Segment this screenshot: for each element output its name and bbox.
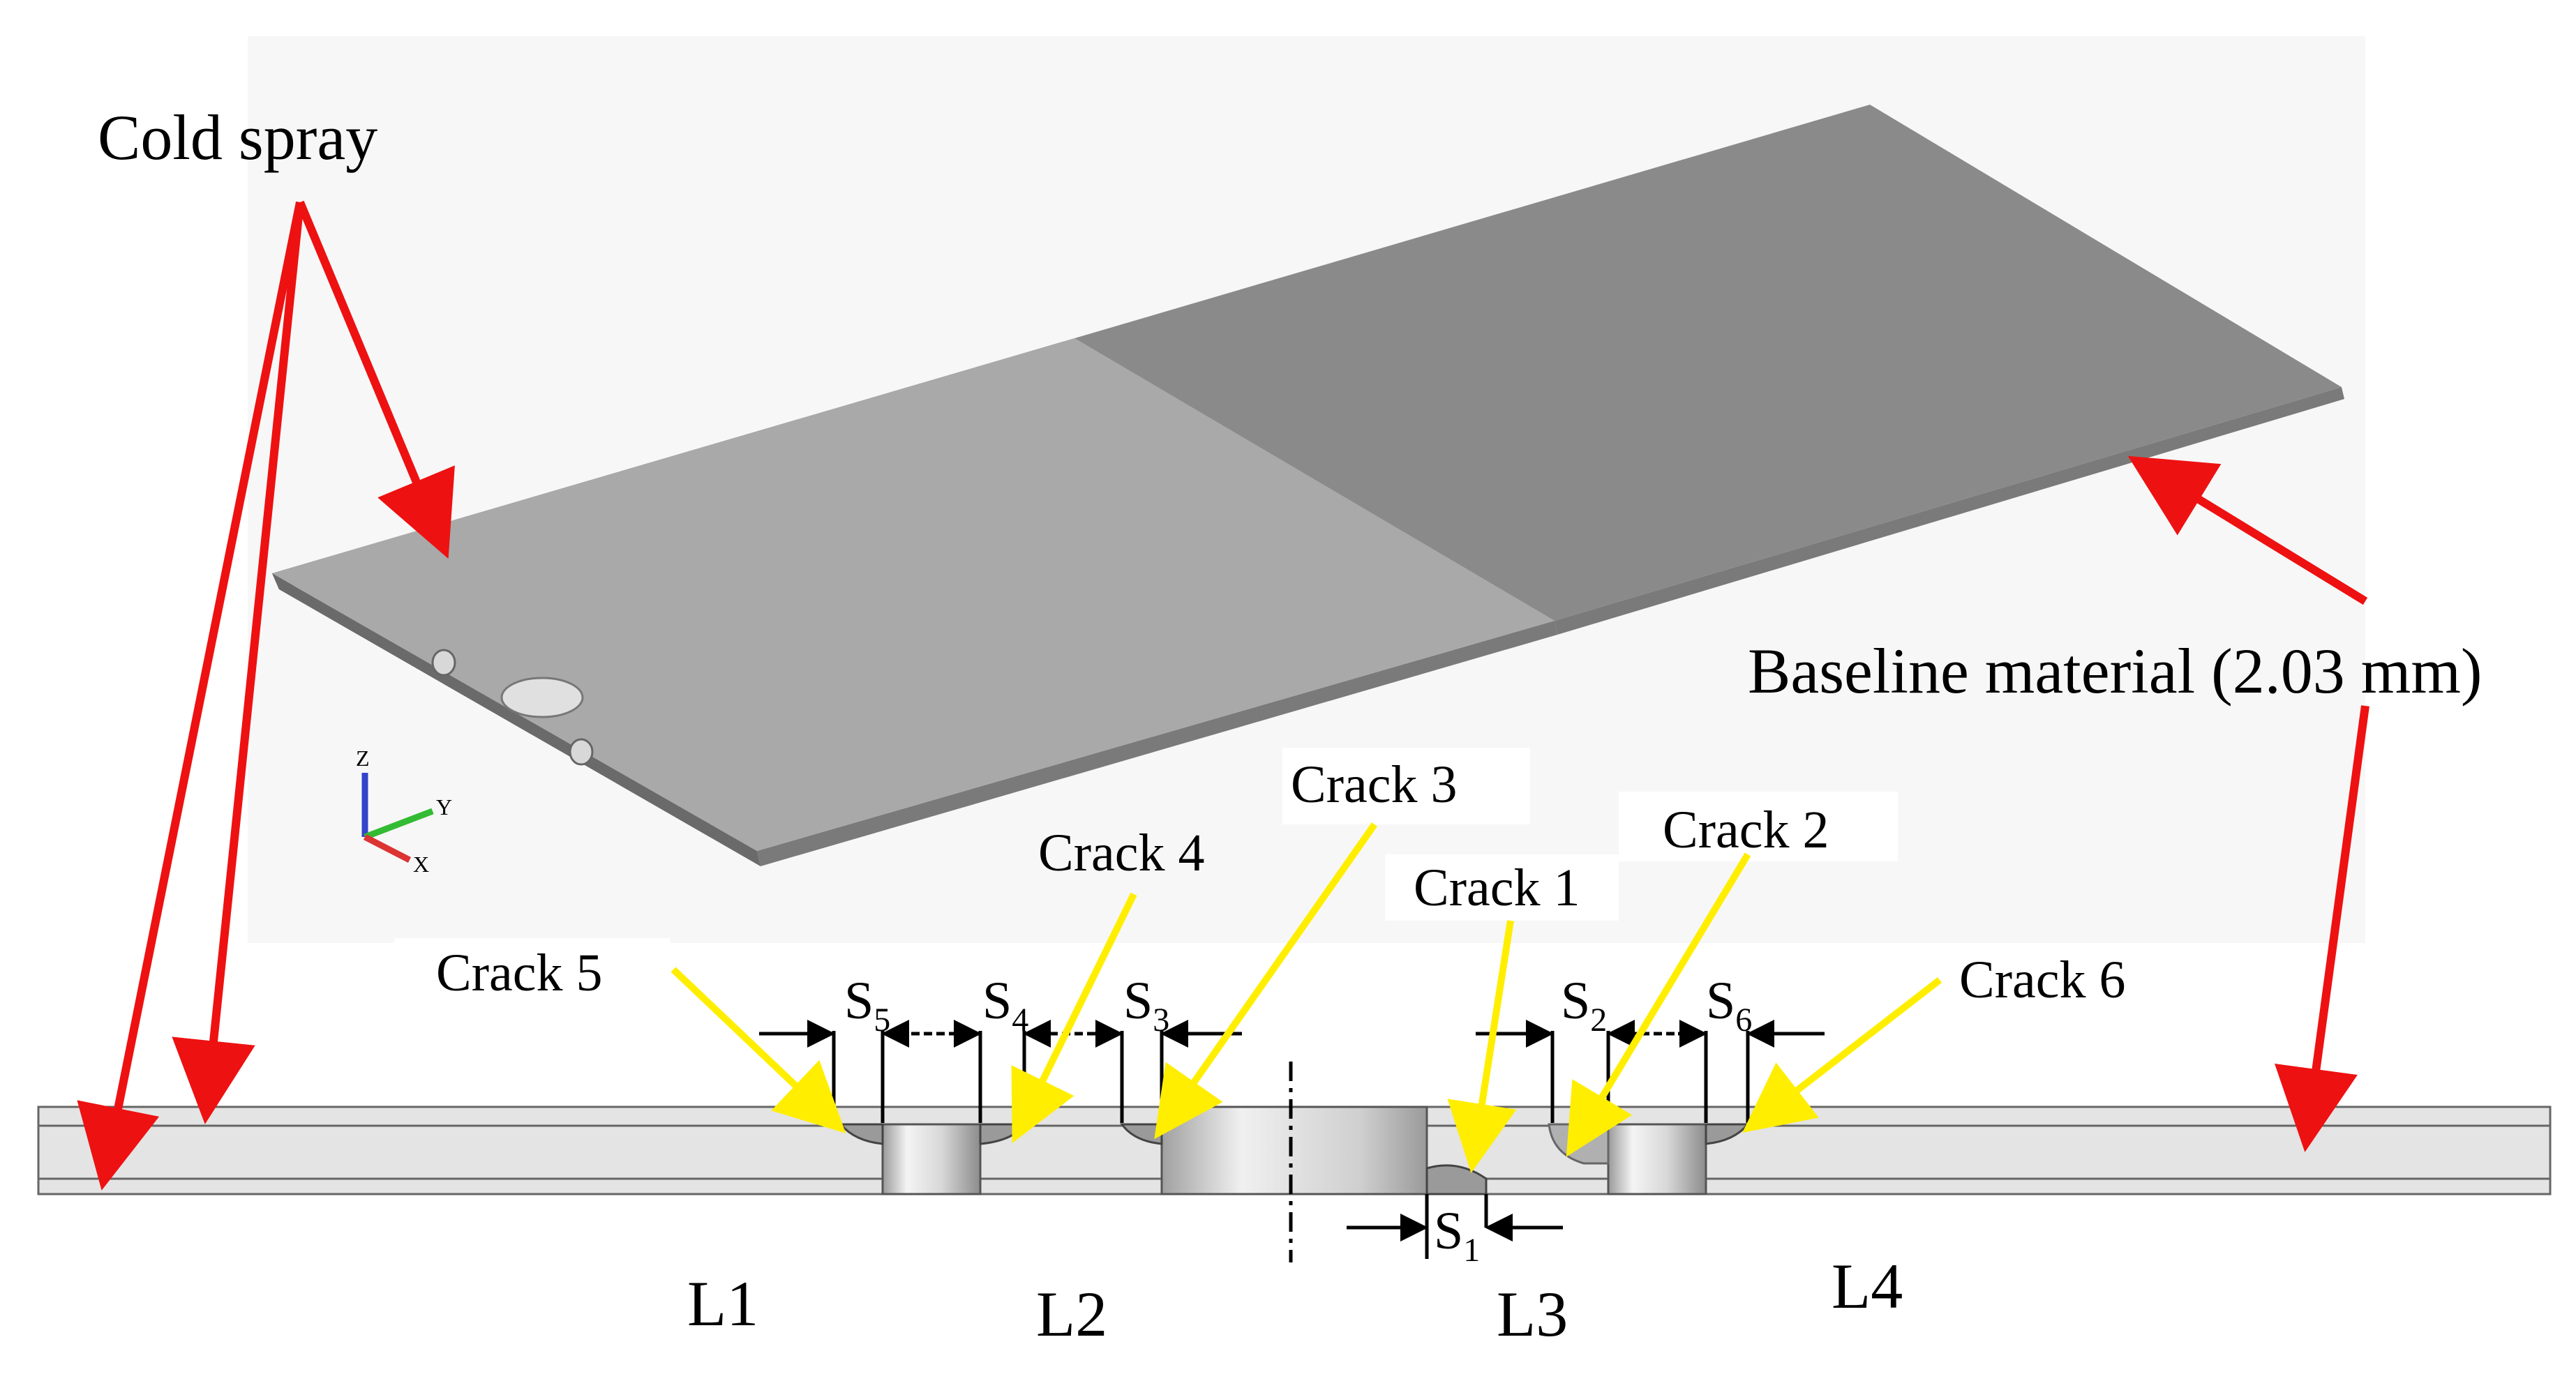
x-axis-line [363, 834, 412, 863]
label-l1: L1 [687, 1268, 758, 1339]
s5-label: S5 [844, 972, 890, 1039]
s3-label: S3 [1123, 972, 1169, 1039]
plate-front-edge-mid [757, 621, 1557, 866]
center-hole [500, 677, 584, 718]
red-arrow-baseline-strip [2275, 705, 2369, 1152]
s1-label: S1 [1434, 1202, 1480, 1269]
plate-front-edge-right [1555, 387, 2344, 635]
label-cold-spray: Cold spray [98, 102, 377, 173]
label-l4: L4 [1832, 1251, 1903, 1322]
s-labels: S5 S4 S3 S2 S6 S1 [844, 972, 1752, 1269]
label-l2: L2 [1036, 1278, 1107, 1350]
hole-l2-l3-block [1160, 1105, 1428, 1195]
plate-front-edge-left [272, 573, 761, 866]
notch-hole-2 [569, 738, 594, 766]
notch-hole-1 [431, 649, 456, 677]
hole-l1 [881, 1123, 982, 1195]
crack-labels: Crack 3 Crack 4 Crack 2 Crack 1 Crack 5 … [394, 748, 2125, 1009]
cross-section [37, 1062, 2552, 1262]
label-l3: L3 [1497, 1278, 1568, 1350]
crack-4-label: Crack 4 [1038, 824, 1204, 882]
plate-cold-spray-region [272, 338, 1555, 851]
s2-label: S2 [1561, 972, 1607, 1039]
hole-l4 [1607, 1123, 1707, 1195]
red-arrow-cold-spray-strip-bottom [77, 201, 304, 1191]
axis-triad: Z Y X [356, 746, 452, 877]
yellow-arrow-crack-5 [671, 967, 846, 1133]
red-arrow-cold-spray-plate [296, 200, 455, 559]
axis-z-label: Z [356, 746, 370, 771]
crack-2-label-bg [1619, 792, 1898, 861]
crack-3-shape [1120, 1123, 1163, 1145]
crack-1-label-bg [1385, 854, 1619, 921]
axis-y-label: Y [436, 794, 452, 820]
label-baseline-material: Baseline material (2.03 mm) [1748, 635, 2483, 707]
crack-5-label-bg [394, 938, 670, 1004]
crack-3-label: Crack 3 [1291, 755, 1457, 814]
location-labels: L1 L2 L3 L4 [687, 1251, 1903, 1350]
plate-baseline-region [1074, 105, 2342, 621]
yellow-arrows [671, 822, 1942, 1173]
red-arrow-baseline-plate [2127, 455, 2368, 605]
axis-x-label: X [413, 852, 429, 877]
crack-3-label-bg [1282, 748, 1530, 824]
crack-5-label: Crack 5 [436, 944, 602, 1002]
y-axis-line [364, 808, 434, 840]
yellow-arrow-crack-1 [1447, 920, 1517, 1173]
yellow-arrow-crack-4 [1011, 892, 1137, 1143]
crack-1-label: Crack 1 [1414, 859, 1580, 917]
yellow-arrow-crack-2 [1566, 852, 1751, 1157]
s6-label: S6 [1706, 972, 1752, 1039]
yellow-arrow-crack-3 [1154, 822, 1378, 1140]
plate-3d [272, 105, 2344, 866]
yellow-arrow-crack-6 [1742, 977, 1942, 1133]
s4-label: S4 [982, 972, 1028, 1039]
crack-6-label: Crack 6 [1959, 951, 2125, 1009]
crack-2-label: Crack 2 [1663, 801, 1829, 859]
red-arrow-cold-spray-strip-top [172, 202, 304, 1124]
red-arrows [77, 200, 2369, 1191]
